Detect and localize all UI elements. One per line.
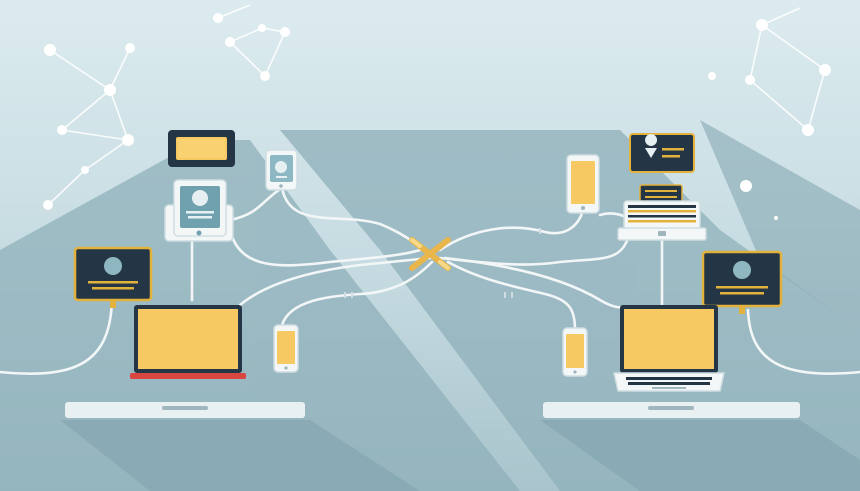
monitor-left <box>73 246 153 308</box>
desk-right <box>543 402 800 418</box>
desk-left <box>65 402 305 418</box>
constellation-top-nodes <box>213 13 290 81</box>
constellation-right-nodes <box>708 19 831 220</box>
tablet-station-left <box>164 179 234 242</box>
display-top-right <box>629 133 695 173</box>
profile-card-icon <box>192 190 208 206</box>
constellation-left-nodes <box>43 43 135 210</box>
phone-top-right <box>566 154 600 214</box>
shadow-bands-dark <box>60 120 860 491</box>
cable-junction-icon <box>409 237 451 271</box>
phone-small-top-left <box>265 149 298 191</box>
monitor-profile-icon <box>733 261 751 279</box>
cable-ticks <box>319 226 541 298</box>
phone-small-bottom-left <box>273 324 299 373</box>
dock-station-right <box>617 184 707 241</box>
monitor-profile-icon <box>104 257 122 275</box>
phone-small-bottom-right <box>562 327 588 377</box>
laptop-left <box>130 305 246 379</box>
laptop-right <box>613 305 725 392</box>
monitor-right <box>701 250 783 314</box>
location-pin-icon <box>645 134 658 158</box>
phone-landscape-left <box>168 130 235 167</box>
